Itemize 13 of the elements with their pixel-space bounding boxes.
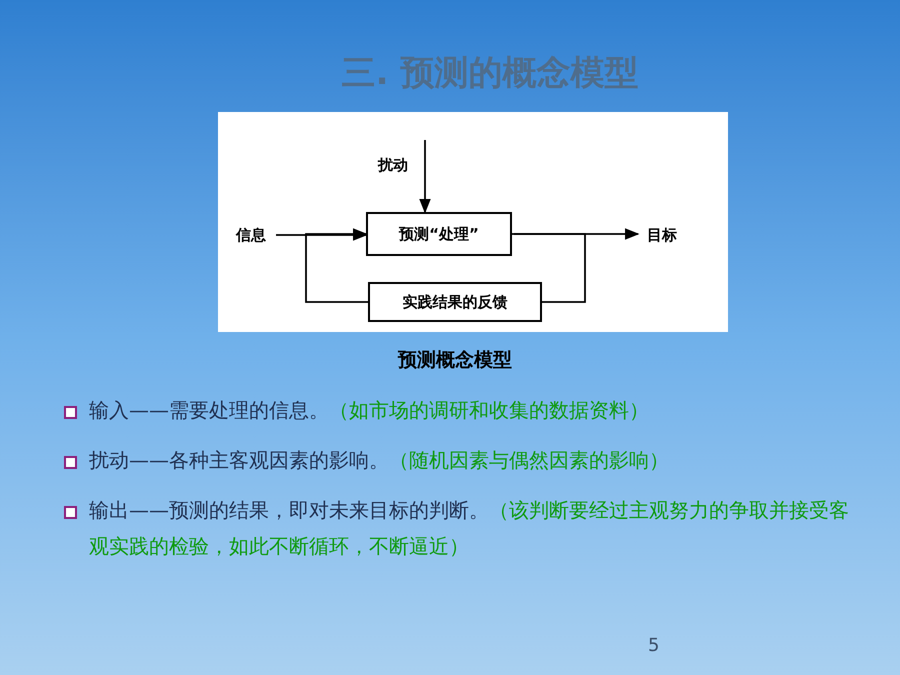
bullet-text: 输入——需要处理的信息。（如市场的调研和收集的数据资料）: [89, 397, 649, 424]
node-label: 目标: [638, 224, 686, 246]
bullet-text: 扰动——各种主客观因素的影响。（随机因素与偶然因素的影响）: [89, 447, 669, 474]
slide-title: 三. 预测的概念模型: [340, 52, 640, 95]
node-label: 扰动: [370, 154, 416, 176]
node-label: 信息: [228, 224, 274, 246]
page-number: 5: [648, 634, 660, 658]
diagram-caption: 预测概念模型: [396, 348, 513, 373]
bullet-text: 输出——预测的结果，即对未来目标的判断。（该判断要经过主观努力的争取并接受客观实践的检验，如此不断循环，不断逼近）: [89, 497, 850, 560]
connector-arrow: [419, 140, 431, 214]
process-box: 实践结果的反馈: [368, 282, 542, 322]
connector-arrow: [305, 228, 368, 303]
process-box: 预测“处理”: [366, 212, 512, 256]
